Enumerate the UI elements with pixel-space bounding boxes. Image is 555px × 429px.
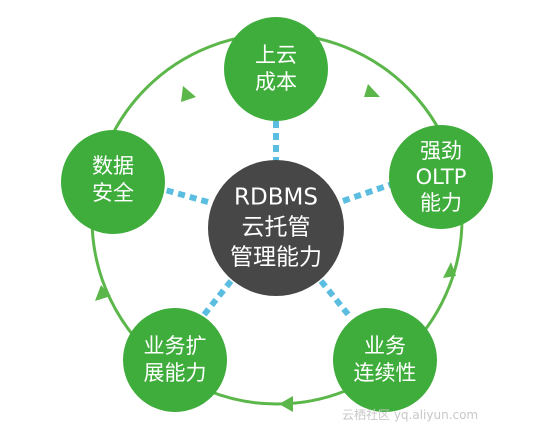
node-oltp-capability-line-1: 强劲 bbox=[420, 139, 462, 163]
watermark: 云栖社区 yq.aliyun.com bbox=[342, 407, 478, 422]
node-business-continuity-circle bbox=[333, 308, 437, 412]
node-business-scalability-line-1: 业务扩 bbox=[144, 334, 207, 358]
center-circle bbox=[208, 160, 344, 296]
node-oltp-capability-line-2: OLTP bbox=[416, 165, 467, 189]
center-label-line-2: 云托管 bbox=[242, 215, 311, 241]
node-data-security-line-1: 数据 bbox=[92, 154, 134, 178]
connector-bottom-right bbox=[318, 279, 354, 320]
ring-arrow-3 bbox=[279, 396, 293, 412]
node-oltp-capability-circle bbox=[389, 125, 493, 229]
ring-arrow-5 bbox=[181, 86, 196, 102]
ring-arrow-1 bbox=[364, 84, 380, 97]
node-business-scalability-circle bbox=[123, 308, 227, 412]
node-business-continuity-line-2: 连续性 bbox=[354, 361, 417, 385]
center-label-line-3: 管理能力 bbox=[230, 245, 322, 271]
connector-bottom-left bbox=[200, 279, 234, 318]
connector-right bbox=[342, 179, 399, 204]
node-oltp-capability-line-3: 能力 bbox=[420, 191, 462, 215]
node-business-scalability-line-2: 展能力 bbox=[144, 361, 207, 385]
node-oltp-capability: 强劲 OLTP 能力 bbox=[389, 125, 493, 229]
node-data-security-line-2: 安全 bbox=[92, 181, 134, 205]
node-business-continuity-line-1: 业务 bbox=[364, 334, 406, 358]
center-label-line-1: RDBMS bbox=[234, 185, 318, 211]
node-cloud-cost-line-1: 上云 bbox=[255, 43, 297, 67]
node-data-security: 数据 安全 bbox=[61, 130, 165, 234]
center-node: RDBMS 云托管 管理能力 bbox=[208, 160, 344, 296]
ring-arrow-4 bbox=[95, 285, 111, 301]
node-data-security-circle bbox=[61, 130, 165, 234]
node-business-scalability: 业务扩 展能力 bbox=[123, 308, 227, 412]
node-cloud-cost-circle bbox=[224, 17, 328, 121]
connector-left bbox=[157, 185, 209, 205]
node-business-continuity: 业务 连续性 bbox=[333, 308, 437, 412]
node-cloud-cost-line-2: 成本 bbox=[255, 70, 297, 94]
ring-arrow-2 bbox=[443, 262, 456, 278]
node-cloud-cost: 上云 成本 bbox=[224, 17, 328, 121]
